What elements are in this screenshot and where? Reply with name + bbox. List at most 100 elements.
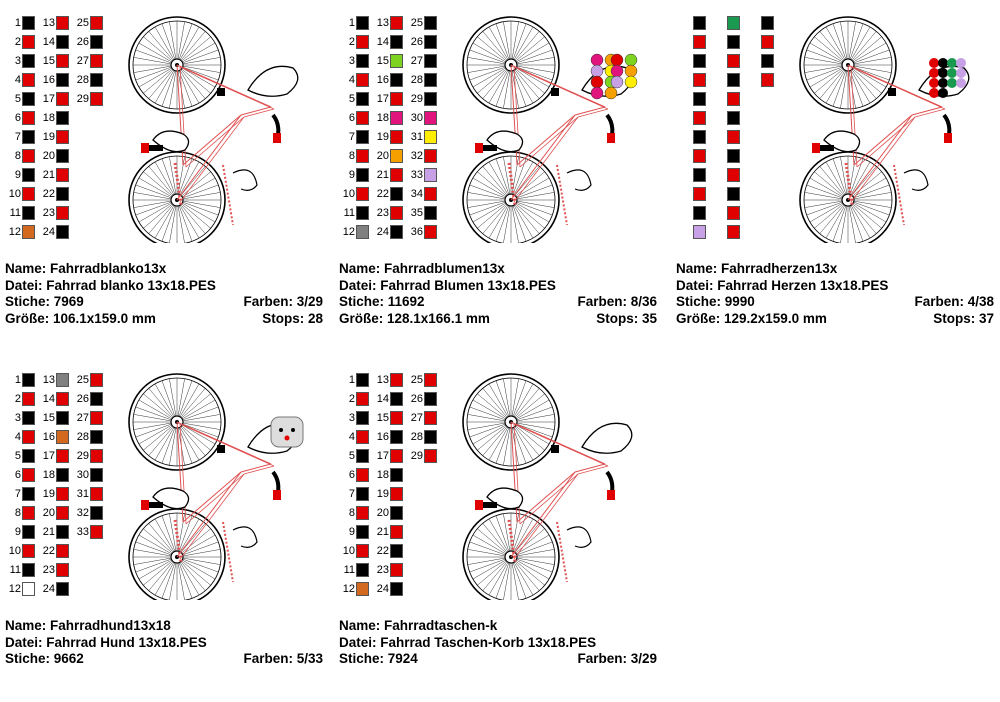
spoke bbox=[840, 199, 849, 243]
swatch-color-box bbox=[56, 225, 69, 239]
color-swatch bbox=[710, 167, 742, 183]
color-swatch: 1 bbox=[339, 372, 371, 388]
swatch-color-box bbox=[727, 225, 740, 239]
spoke bbox=[467, 421, 512, 430]
swatch-color-box bbox=[22, 430, 35, 444]
swatch-color-box bbox=[56, 149, 69, 163]
spoke bbox=[832, 64, 849, 107]
swatch-color-box bbox=[424, 168, 437, 182]
spoke bbox=[176, 556, 211, 586]
spoke bbox=[503, 21, 512, 66]
color-swatch: 17 bbox=[373, 91, 405, 107]
design-file: Datei: Fahrrad Herzen 13x18.PES bbox=[676, 277, 889, 293]
swatch-number: 2 bbox=[348, 393, 355, 405]
frame-tube bbox=[510, 114, 576, 201]
frame-tube bbox=[513, 66, 609, 110]
color-swatch: 24 bbox=[39, 581, 71, 597]
spoke bbox=[510, 31, 540, 66]
color-swatch bbox=[676, 167, 708, 183]
spoke bbox=[510, 64, 553, 81]
color-swatch: 27 bbox=[407, 53, 439, 69]
color-swatch: 33 bbox=[73, 524, 105, 540]
swatch-number: 21 bbox=[376, 169, 389, 181]
swatch-color-box bbox=[356, 373, 369, 387]
spoke bbox=[510, 515, 527, 558]
design-info: Name: Fahrradblumen13x Datei: Fahrrad Bl… bbox=[339, 261, 657, 327]
spoke bbox=[510, 421, 545, 451]
swatch-color-box bbox=[22, 92, 35, 106]
swatch-number: 36 bbox=[410, 226, 423, 238]
swatch-number: 18 bbox=[42, 112, 55, 124]
spoke bbox=[510, 64, 534, 104]
spoke bbox=[510, 42, 550, 66]
color-swatch: 2 bbox=[5, 34, 37, 50]
color-swatch bbox=[676, 224, 708, 240]
swatch-color-box bbox=[390, 130, 403, 144]
spoke bbox=[169, 21, 178, 66]
color-swatch: 18 bbox=[39, 467, 71, 483]
design-info: Name: Fahrradherzen13x Datei: Fahrrad He… bbox=[676, 261, 994, 327]
frame-tube bbox=[513, 116, 579, 203]
color-swatch: 21 bbox=[373, 167, 405, 183]
spoke bbox=[510, 64, 527, 107]
spoke bbox=[176, 378, 185, 423]
swatch-color-box bbox=[356, 449, 369, 463]
color-swatch: 13 bbox=[39, 15, 71, 31]
design-card-fahrradherzen[interactable]: Name: Fahrradherzen13x Datei: Fahrrad He… bbox=[676, 15, 996, 345]
swatch-color-box bbox=[22, 544, 35, 558]
spoke bbox=[143, 64, 178, 94]
swatch-color-box bbox=[22, 111, 35, 125]
swatch-color-box bbox=[56, 468, 69, 482]
swatch-number: 16 bbox=[42, 74, 55, 86]
spoke bbox=[847, 199, 890, 216]
swatch-number: 24 bbox=[376, 226, 389, 238]
heart bbox=[947, 68, 957, 78]
spoke bbox=[169, 513, 178, 558]
swatch-color-box bbox=[727, 92, 740, 106]
stem bbox=[551, 88, 559, 96]
color-swatch: 19 bbox=[373, 486, 405, 502]
color-swatch: 28 bbox=[73, 72, 105, 88]
spoke bbox=[510, 199, 519, 243]
swatch-color-box bbox=[424, 73, 437, 87]
spoke bbox=[176, 49, 219, 66]
front-wheel bbox=[128, 16, 226, 114]
flower bbox=[624, 53, 638, 67]
spoke bbox=[495, 64, 512, 107]
swatch-color-box bbox=[90, 430, 103, 444]
swatch-number: 18 bbox=[42, 469, 55, 481]
spoke bbox=[154, 518, 178, 558]
spoke bbox=[176, 421, 221, 430]
color-swatch: 15 bbox=[373, 410, 405, 426]
swatch-number: 11 bbox=[343, 564, 355, 576]
color-swatch: 14 bbox=[373, 34, 405, 50]
swatch-number: 24 bbox=[42, 583, 55, 595]
swatch-number: 2 bbox=[14, 36, 21, 48]
color-swatch bbox=[676, 34, 708, 50]
swatch-color-box bbox=[22, 563, 35, 577]
spoke bbox=[847, 49, 890, 66]
swatch-number: 28 bbox=[76, 431, 89, 443]
spoke bbox=[510, 64, 540, 99]
frame-tube bbox=[176, 64, 272, 108]
spoke bbox=[847, 64, 892, 73]
color-swatch: 6 bbox=[5, 467, 37, 483]
spoke bbox=[169, 156, 178, 201]
color-swatch: 25 bbox=[73, 372, 105, 388]
spoke bbox=[176, 556, 200, 596]
dog-nose bbox=[284, 435, 290, 441]
spoke bbox=[143, 171, 178, 201]
swatch-number: 16 bbox=[376, 431, 389, 443]
spoke bbox=[847, 199, 856, 243]
swatch-color-box bbox=[390, 582, 403, 596]
frame-tube bbox=[179, 116, 245, 203]
color-swatch: 21 bbox=[39, 524, 71, 540]
color-swatch: 14 bbox=[39, 391, 71, 407]
swatch-number: 19 bbox=[42, 488, 55, 500]
swatch-color-box bbox=[390, 73, 403, 87]
spoke bbox=[148, 556, 178, 591]
